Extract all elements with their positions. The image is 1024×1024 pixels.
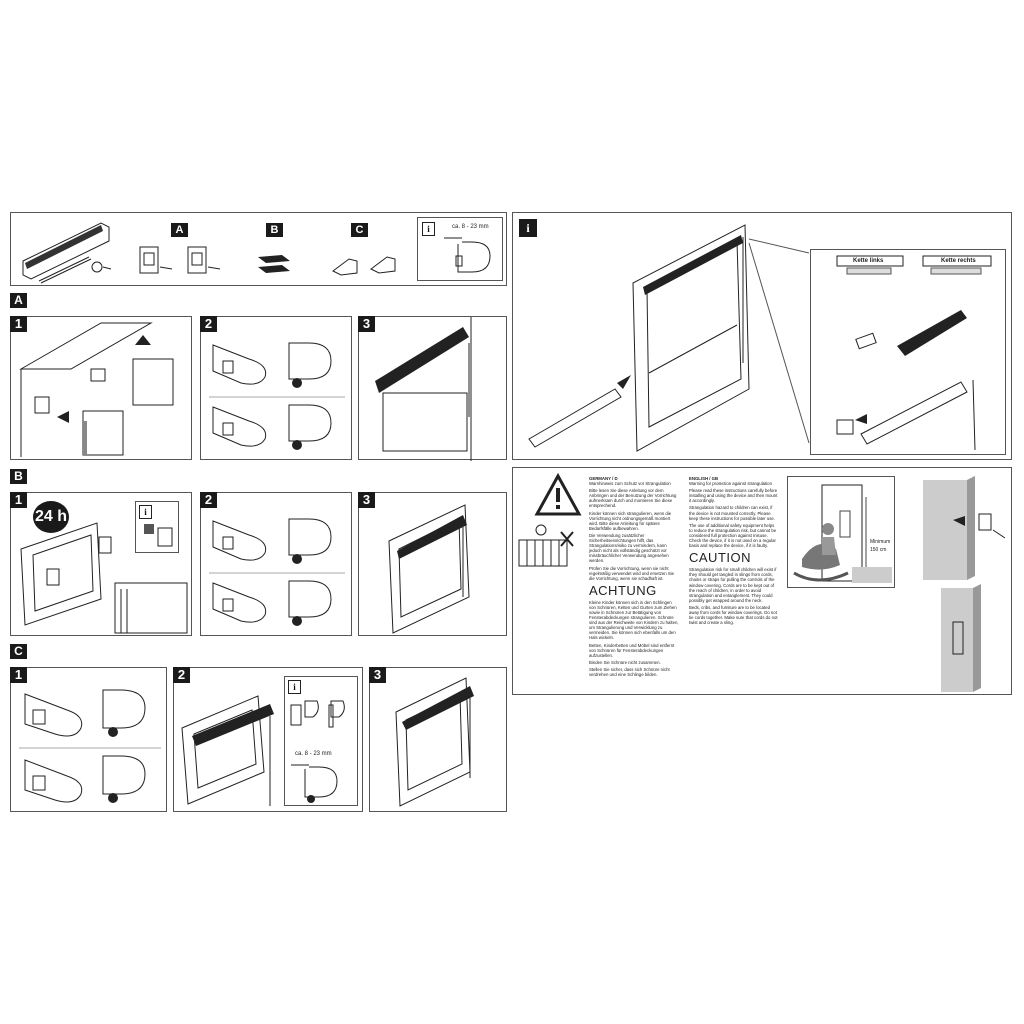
info-icon: i [139, 505, 152, 519]
adhesive-pads-b [258, 255, 290, 273]
dimension-label: ca. 8 - 23 mm [452, 224, 489, 230]
info-box-parts: i ca. 8 - 23 mm [417, 217, 503, 281]
english-warning-1: Strangulation risk for small children wi… [689, 567, 777, 603]
curing-time-badge: 24 h [33, 501, 69, 533]
chain-detail-box: Kette links Kette rechts [810, 249, 1006, 455]
step-c3: 3 [369, 667, 386, 683]
child-rocking-horse-illustration [793, 484, 892, 583]
section-a-label: A [10, 293, 27, 308]
mounted-blind-frame-illustration [388, 504, 470, 634]
ceiling-mount-illustration [19, 322, 174, 457]
warning-triangle-icon [534, 472, 582, 516]
english-lang: ENGLISH / GB [689, 476, 719, 481]
step-c2: 2 [173, 667, 190, 683]
chain-right-label: Kette rechts [941, 258, 976, 264]
part-tag-b: B [266, 223, 283, 237]
info-icon: i [288, 680, 301, 694]
panel-b3: 3 [358, 492, 507, 636]
chain-left-label: Kette links [853, 258, 884, 264]
german-warning-3: Binden Sie Schnüre nicht zusammen. [589, 659, 661, 665]
panel-a3: 3 [358, 316, 507, 461]
english-title: Warning for protection against strangula… [689, 481, 772, 487]
german-warning-1: Kleine Kinder können sich in den Schling… [589, 599, 679, 641]
end-cap-parts [91, 261, 112, 273]
german-title: Warnhinweis zum Schutz vor Strangulation [589, 481, 671, 487]
bracket-clips-a [139, 246, 221, 274]
english-para-1: Please read these instructions carefully… [689, 488, 778, 504]
german-para-4: Prüfen Sie die Vorrichtung, wenn sie nic… [589, 565, 675, 581]
clamp-detail [290, 700, 345, 728]
step-b2: 2 [200, 492, 217, 508]
info-box-b: i [135, 501, 179, 553]
german-para-2: Kinder können sich strangulieren, wenn d… [589, 510, 672, 531]
window-blind-illustration [528, 224, 810, 452]
english-para-2: Strangulation hazard to children can exi… [689, 505, 775, 521]
german-lang: GERMANY / D [589, 476, 618, 481]
step-b1: 1 [10, 492, 27, 508]
info-box-c: i ca. 8 - 23 mm [284, 676, 358, 806]
step-c1: 1 [10, 667, 27, 683]
clip-attach-illustration [209, 342, 345, 450]
wall-chain-guide-illustration [923, 476, 1006, 692]
step-a1: 1 [10, 316, 27, 332]
mounted-blind-illustration [375, 317, 472, 461]
german-heading: ACHTUNG [589, 582, 657, 598]
english-warning-2: Beds, cribs, and furniture are to be loc… [689, 604, 778, 626]
panel-b1: 1 24 h i [10, 492, 192, 636]
step-a3: 3 [358, 316, 375, 332]
chain-position-detail [836, 255, 992, 451]
step-b3: 3 [358, 492, 375, 508]
step-a2: 2 [200, 316, 217, 332]
german-warning-2: Betten, Kinderbetten und Möbel sind entf… [589, 642, 675, 658]
dimension-label: ca. 8 - 23 mm [295, 751, 332, 757]
roller-blind-illustration [22, 222, 110, 284]
crib-cord-hazard-icon [518, 524, 574, 567]
clamp-brackets-c [332, 256, 396, 276]
panel-c2: 2 i ca. 8 - 23 mm [173, 667, 363, 812]
clamp-attach-illustration [19, 689, 161, 803]
minimum-value: 150 cm [870, 547, 887, 553]
panel-a1: 1 [10, 316, 192, 460]
mounted-clamp-blind-illustration [395, 677, 474, 807]
section-c-label: C [10, 644, 27, 659]
german-para-3: Die Verwendung zusätzlicher Sicherheitse… [589, 532, 669, 564]
info-icon: i [519, 219, 537, 237]
panel-a2: 2 [200, 316, 352, 460]
adhesive-detail [144, 524, 173, 547]
chain-side-panel: i Kette links Kette rechts [512, 212, 1012, 460]
minimum-height-box: Minimum 150 cm [787, 476, 895, 588]
english-para-3: The use of additional safety equipment h… [689, 522, 777, 549]
part-tag-a: A [171, 223, 188, 237]
panel-b2: 2 [200, 492, 352, 636]
german-warning-4: Stellen Sie sicher, dass sich Schnüre ni… [589, 666, 670, 677]
bracket-measure-diagram [444, 237, 491, 273]
minimum-label: Minimum [870, 539, 891, 545]
info-icon: i [422, 222, 435, 236]
part-tag-c: C [351, 223, 368, 237]
english-heading: CAUTION [689, 550, 751, 566]
frame-adhesive-illustration [20, 522, 188, 634]
bracket-measure-diagram [291, 764, 338, 803]
section-b-label: B [10, 469, 27, 484]
clip-attach-illustration [209, 518, 345, 626]
window-sash-clamp-illustration [181, 695, 274, 806]
panel-c1: 1 [10, 667, 167, 812]
german-para-1: Bitte lesen Sie diese Anleitung vor dem … [589, 488, 677, 509]
parts-panel: A B C i ca. 8 - 23 mm [10, 212, 507, 286]
panel-c3: 3 [369, 667, 507, 812]
